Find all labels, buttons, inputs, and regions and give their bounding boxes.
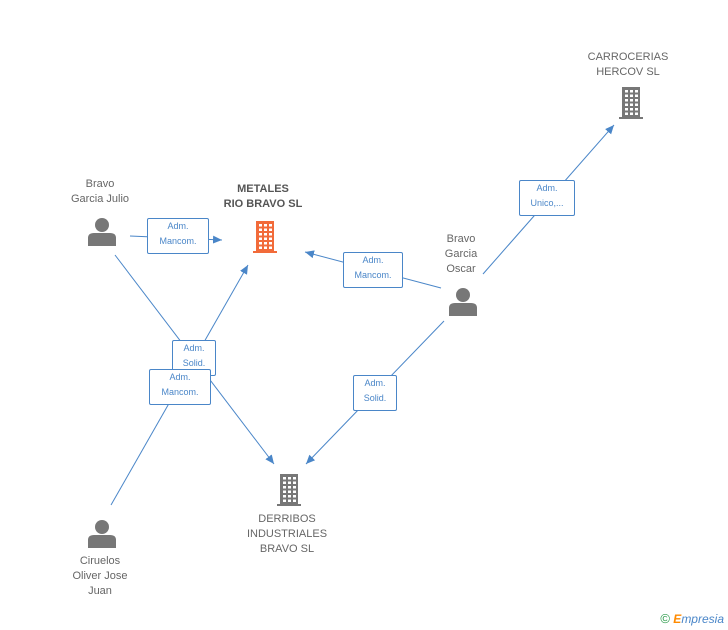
carrocerias-building-icon[interactable] bbox=[619, 87, 643, 119]
node-label-julio[interactable]: Bravo Garcia Julio bbox=[70, 178, 130, 205]
ciruelos-person-icon[interactable] bbox=[88, 520, 116, 548]
edge-label-oscar-derribos[interactable]: Adm. Solid. bbox=[353, 375, 397, 411]
brand-initial: E bbox=[673, 612, 682, 626]
brand-name: mpresia bbox=[681, 612, 724, 626]
edge-label-oscar-metales[interactable]: Adm. Mancom. bbox=[343, 252, 403, 288]
julio-person-icon[interactable] bbox=[88, 218, 116, 246]
node-label-ciruelos[interactable]: Ciruelos Oliver Jose Juan bbox=[72, 555, 128, 597]
metales-building-icon[interactable] bbox=[253, 221, 277, 253]
node-label-derribos[interactable]: DERRIBOS INDUSTRIALES BRAVO SL bbox=[246, 513, 328, 555]
edge-label-ciruelos-metales[interactable]: Adm. Mancom. bbox=[149, 369, 211, 405]
node-label-carrocerias[interactable]: CARROCERIAS HERCOV SL bbox=[587, 51, 669, 78]
footer-brand[interactable]: © Empresia bbox=[660, 611, 724, 626]
edge-label-julio-metales[interactable]: Adm. Mancom. bbox=[147, 218, 209, 254]
edge-label-oscar-carrocerias[interactable]: Adm. Unico,... bbox=[519, 180, 575, 216]
derribos-building-icon[interactable] bbox=[277, 474, 301, 506]
node-label-oscar[interactable]: Bravo Garcia Oscar bbox=[444, 233, 478, 275]
copyright-icon: © bbox=[660, 611, 670, 626]
node-label-metales[interactable]: METALES RIO BRAVO SL bbox=[223, 183, 303, 210]
oscar-person-icon[interactable] bbox=[449, 288, 477, 316]
